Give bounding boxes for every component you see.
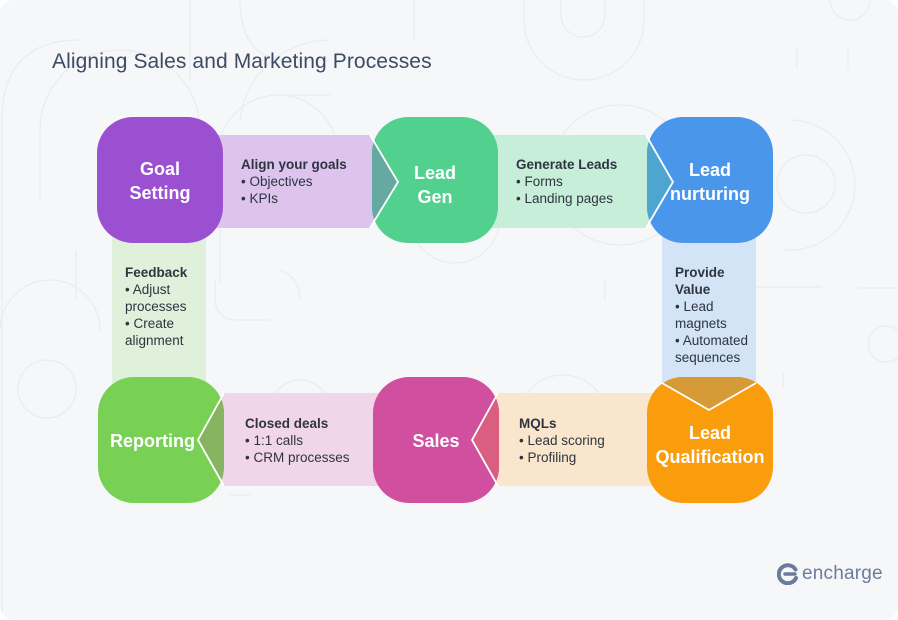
- arrow-outline-align-goals: [369, 134, 400, 229]
- arrowhead-mqls: [472, 393, 499, 486]
- bg-line: [755, 286, 898, 289]
- node-label-line: Lead: [413, 163, 456, 183]
- node-label-line: nurturing: [670, 184, 750, 204]
- connector-item: • KPIs: [241, 191, 278, 206]
- connector-label-mqls: MQLs • Lead scoring • Profiling: [519, 415, 605, 466]
- connector-heading: MQLs: [519, 416, 557, 431]
- connector-item: • Automated: [675, 333, 749, 348]
- arrow-outline-provide-value: [661, 382, 757, 412]
- connector-heading: Closed deals: [245, 416, 329, 431]
- connector-heading: Feedback: [125, 265, 188, 280]
- node-lead-nurturing: [647, 117, 773, 243]
- bg-arc: [523, 0, 645, 81]
- connector-item: • Lead scoring: [519, 433, 605, 448]
- node-label-line: Lead: [688, 423, 731, 443]
- bg-arc: [560, 0, 606, 38]
- connector-heading: Value: [675, 282, 711, 297]
- diagram-title: Aligning Sales and Marketing Processes: [52, 50, 432, 73]
- bg-arc: [214, 280, 270, 321]
- connector-item: alignment: [125, 333, 184, 348]
- bg-line: [796, 47, 849, 68]
- connector-item: • Profiling: [519, 450, 577, 465]
- bg-circle: [17, 359, 77, 419]
- connector-item: • Landing pages: [516, 191, 614, 206]
- logo-wordmark: encharge: [802, 563, 883, 584]
- connector-label-closed-deals: Closed deals • 1:1 calls • CRM processes: [245, 415, 350, 466]
- bg-arc: [239, 0, 330, 61]
- connector-item: • Forms: [516, 174, 563, 189]
- node-goal-setting: [97, 117, 223, 243]
- bg-arc: [829, 0, 871, 21]
- bg-arc: [0, 279, 101, 331]
- connector-band-generate-leads: [480, 135, 673, 228]
- arrow-outlines: [196, 134, 757, 487]
- node-label-line: Setting: [129, 183, 191, 203]
- encharge-e-logo-icon: [777, 563, 798, 585]
- connector-item: • Adjust: [125, 282, 171, 297]
- connector-label-align-goals: Align your goals • Objectives • KPIs: [241, 156, 347, 207]
- connector-band-provide-value: [662, 230, 756, 410]
- connector-item: sequences: [675, 350, 741, 365]
- node-label-line: Goal: [139, 159, 180, 179]
- connector-label-feedback: Feedback • Adjust processes • Create ali…: [125, 264, 187, 349]
- bg-circle: [776, 154, 836, 214]
- connector-item: • CRM processes: [245, 450, 350, 465]
- connector-item: • Lead: [675, 299, 714, 314]
- node-label-reporting: Reporting: [110, 429, 214, 453]
- arrow-outline-mqls: [470, 392, 499, 487]
- connector-band-feedback: [112, 230, 206, 390]
- node-reporting: [98, 377, 224, 503]
- connector-band-mqls: [472, 393, 665, 486]
- connector-label-provide-value: Provide Value • Lead magnets • Automated…: [675, 264, 748, 366]
- connector-item: • Create: [125, 316, 174, 331]
- arrow-outline-closed-deals: [196, 392, 225, 487]
- connector-band-closed-deals: [198, 393, 390, 486]
- node-label-line: Lead: [688, 160, 731, 180]
- node-label-line: Sales: [412, 431, 460, 451]
- node-label-line: Gen: [417, 187, 453, 207]
- node-label-lead-qualification: Lead Qualification: [640, 421, 780, 469]
- node-lead-qualification: [647, 377, 773, 503]
- node-lead-gen: [372, 117, 498, 243]
- connector-heading: Generate Leads: [516, 157, 618, 172]
- bg-arc: [279, 269, 301, 301]
- node-label-sales: Sales: [373, 429, 499, 453]
- node-label-lead-nurturing: Lead nurturing: [647, 158, 773, 206]
- arrowhead-provide-value: [662, 377, 756, 410]
- node-label-line: Qualification: [655, 447, 765, 467]
- connector-heading: Provide: [675, 265, 725, 280]
- node-sales: [373, 377, 499, 503]
- encharge-logo: encharge: [777, 563, 883, 585]
- bg-arc: [1, 39, 81, 620]
- connector-item: • Objectives: [241, 174, 313, 189]
- connector-heading: Align your goals: [241, 157, 347, 172]
- connector-item: • 1:1 calls: [245, 433, 304, 448]
- connector-band-align-goals: [205, 135, 398, 228]
- bg-arc: [783, 119, 856, 251]
- bg-arc: [39, 49, 201, 200]
- arrow-outline-generate-leads: [645, 134, 675, 229]
- connector-label-generate-leads: Generate Leads • Forms • Landing pages: [516, 156, 617, 207]
- connector-item: processes: [125, 299, 187, 314]
- node-label-line: Reporting: [110, 431, 195, 451]
- node-label-goal-setting: Goal Setting: [97, 157, 223, 205]
- bg-arc: [239, 39, 331, 121]
- connector-item: magnets: [675, 316, 727, 331]
- node-label-lead-gen: Lead Gen: [372, 161, 498, 209]
- bg-circle: [867, 325, 898, 363]
